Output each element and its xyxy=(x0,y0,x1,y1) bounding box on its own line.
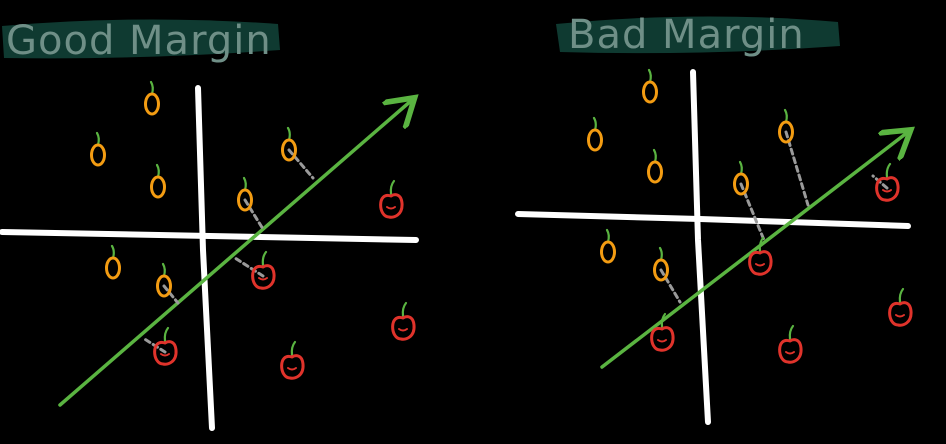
bad-apple-points xyxy=(650,162,913,364)
good-margin-links xyxy=(141,148,315,354)
bad-orange-point-5 xyxy=(600,228,616,264)
bad-y-axis xyxy=(690,69,711,425)
good-orange-point-5 xyxy=(105,244,121,280)
bad-apple-point-0 xyxy=(875,162,900,202)
bad-margin-panel: Bad Margin xyxy=(515,12,913,425)
good-apple-points xyxy=(153,179,416,380)
good-margin-link-1 xyxy=(287,148,315,180)
good-apple-point-3 xyxy=(280,340,305,380)
bad-orange-point-6 xyxy=(653,246,669,282)
bad-margin-title: Bad Margin xyxy=(568,12,805,58)
good-margin-link-0 xyxy=(243,198,265,231)
good-margin-title: Good Margin xyxy=(6,18,272,64)
bad-title-highlight xyxy=(556,16,840,54)
good-margin-link-4 xyxy=(162,284,180,305)
bad-apple-point-2 xyxy=(650,312,675,352)
bad-margin-link-0 xyxy=(784,130,810,207)
bad-margin-link-2 xyxy=(659,268,682,304)
bad-orange-points xyxy=(587,68,794,282)
good-orange-points xyxy=(90,80,297,298)
good-separator-line xyxy=(58,100,412,407)
good-apple-point-2 xyxy=(153,326,178,366)
good-orange-point-0 xyxy=(144,80,160,116)
bad-apple-point-4 xyxy=(888,287,913,327)
good-y-axis xyxy=(195,85,215,431)
bad-separator-line xyxy=(600,132,908,369)
bad-orange-point-3 xyxy=(778,108,794,144)
good-orange-point-2 xyxy=(150,163,166,199)
good-apple-point-4 xyxy=(391,301,416,341)
good-title-highlight xyxy=(2,19,280,59)
bad-orange-point-2 xyxy=(647,148,663,184)
bad-orange-point-1 xyxy=(587,116,603,152)
good-margin-link-3 xyxy=(141,336,167,354)
good-orange-point-4 xyxy=(237,176,253,212)
good-apple-point-0 xyxy=(379,179,404,219)
good-orange-point-3 xyxy=(281,126,297,162)
good-x-axis xyxy=(0,229,419,243)
good-apple-point-1 xyxy=(251,250,276,290)
bad-margin-link-3 xyxy=(871,174,889,190)
bad-orange-point-0 xyxy=(642,68,658,104)
bad-apple-point-3 xyxy=(778,324,803,364)
good-margin-link-2 xyxy=(233,256,265,278)
bad-apple-point-1 xyxy=(748,236,773,276)
good-margin-panel: Good Margin xyxy=(0,18,419,431)
bad-orange-point-4 xyxy=(733,160,749,196)
good-orange-point-1 xyxy=(90,131,106,167)
bad-x-axis xyxy=(515,211,911,229)
good-orange-point-6 xyxy=(156,262,172,298)
